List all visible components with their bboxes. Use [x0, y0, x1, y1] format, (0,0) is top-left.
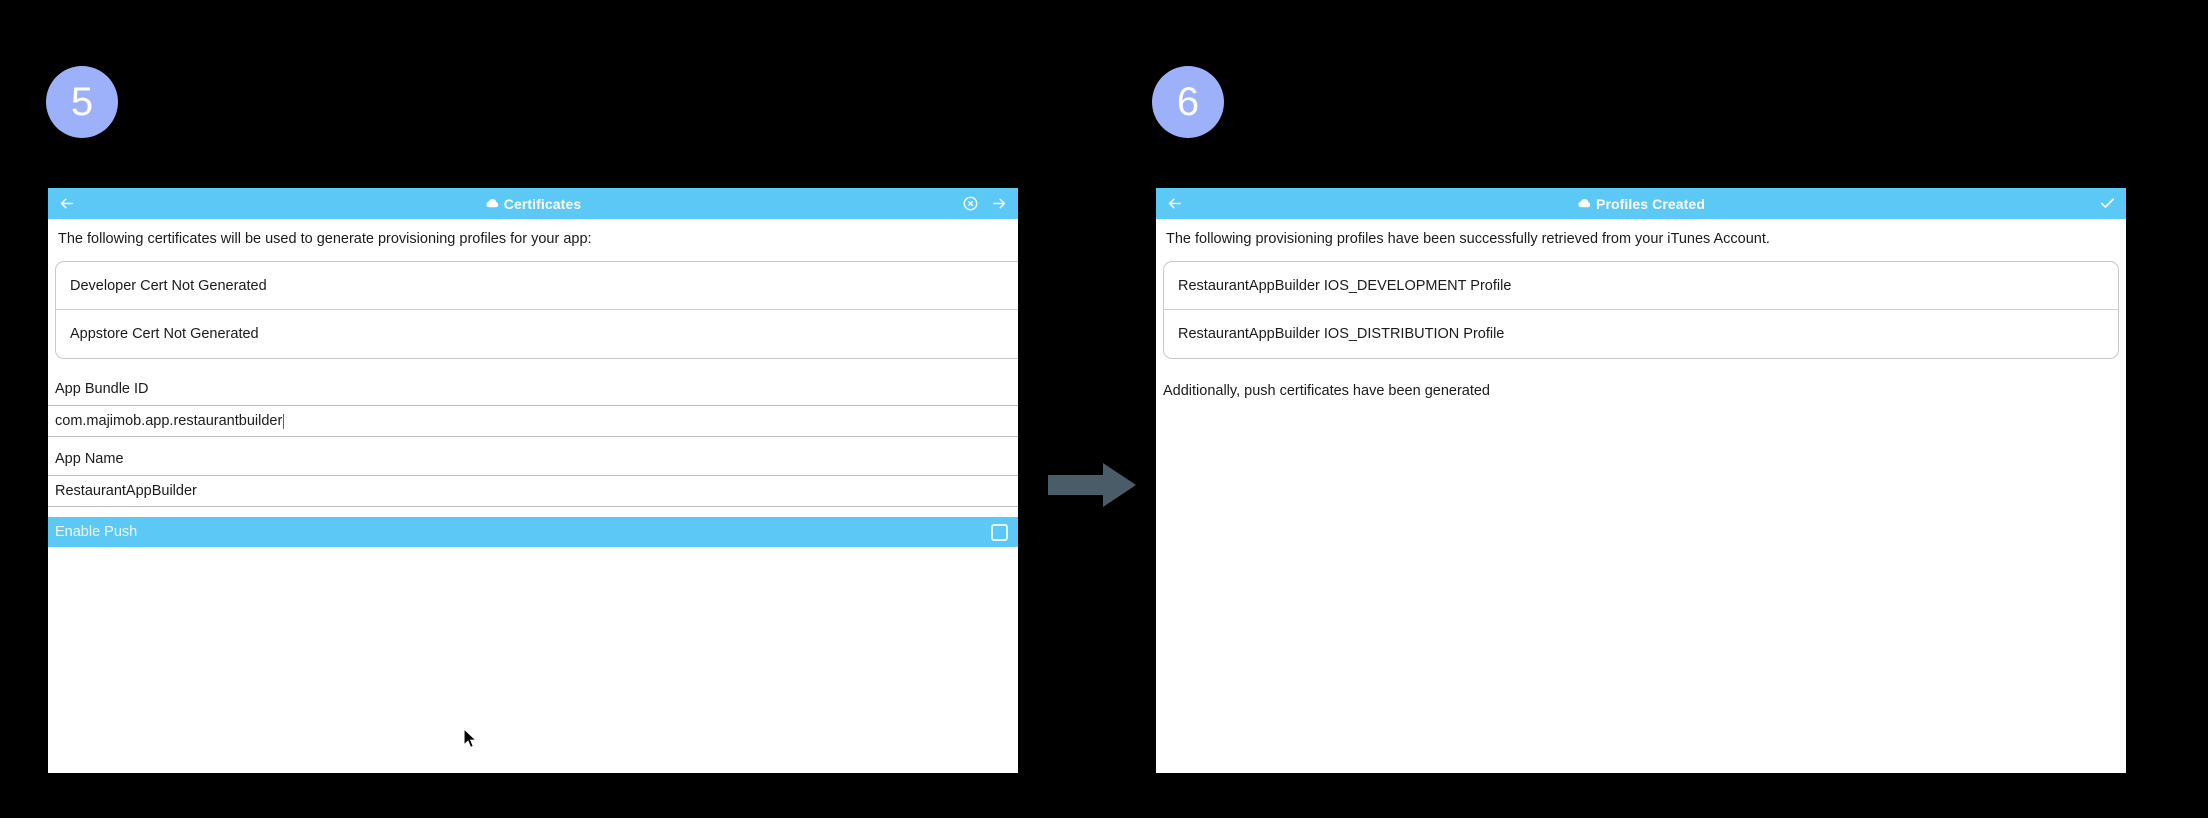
enable-push-label: Enable Push [55, 524, 138, 541]
list-item[interactable]: RestaurantAppBuilder IOS_DEVELOPMENT Pro… [1164, 262, 2118, 311]
checkbox-unchecked-icon[interactable] [991, 523, 1008, 541]
check-icon[interactable] [2099, 195, 2116, 212]
nav-bar-profiles: Profiles Created [1156, 188, 2126, 219]
arrow-right-icon[interactable] [991, 195, 1008, 212]
circle-x-icon[interactable] [963, 196, 978, 211]
certificates-screen: Certificates The following certificates … [48, 188, 1018, 773]
nav-title-certificates: Certificates [48, 196, 1018, 212]
app-name-input[interactable]: RestaurantAppBuilder [48, 475, 1018, 508]
certificates-body: The following certificates will be used … [48, 219, 1018, 773]
arrow-left-icon[interactable] [58, 195, 75, 212]
app-bundle-id-label: App Bundle ID [55, 381, 149, 398]
arrow-left-icon[interactable] [1166, 195, 1183, 212]
app-bundle-id-field-group: App Bundle ID com.majimob.app.restaurant… [48, 381, 1018, 438]
nav-title-text: Certificates [503, 195, 582, 212]
arrow-right-block-icon [1048, 463, 1136, 507]
step-badge-5: 5 [46, 66, 118, 138]
text-caret [283, 413, 285, 429]
list-item[interactable]: Appstore Cert Not Generated [70, 326, 259, 343]
cloud-icon [1577, 196, 1592, 211]
profiles-list: RestaurantAppBuilder IOS_DEVELOPMENT Pro… [1163, 261, 2119, 360]
app-name-value: RestaurantAppBuilder [55, 483, 197, 500]
list-item[interactable]: Developer Cert Not Generated [56, 262, 1018, 311]
nav-actions-right-panel [2099, 195, 2116, 212]
nav-title-profiles: Profiles Created [1156, 196, 2126, 212]
profiles-created-screen: Profiles Created The following provision… [1156, 188, 2126, 773]
nav-title-text: Profiles Created [1596, 195, 1705, 212]
cloud-icon [485, 196, 500, 211]
nav-bar-certificates: Certificates [48, 188, 1018, 219]
profiles-created-body: The following provisioning profiles have… [1156, 219, 2126, 773]
app-bundle-id-value: com.majimob.app.restaurantbuilder [55, 413, 283, 430]
enable-push-row[interactable]: Enable Push [48, 517, 1018, 548]
list-item[interactable]: RestaurantAppBuilder IOS_DISTRIBUTION Pr… [1178, 326, 1505, 343]
profiles-intro-text: The following provisioning profiles have… [1166, 231, 1770, 247]
push-certificates-note: Additionally, push certificates have bee… [1163, 383, 1491, 400]
app-name-field-group: App Name RestaurantAppBuilder [48, 451, 1018, 508]
app-bundle-id-input[interactable]: com.majimob.app.restaurantbuilder [48, 405, 1018, 438]
app-name-label: App Name [55, 451, 124, 468]
certificates-intro-text: The following certificates will be used … [58, 231, 592, 247]
nav-actions-left-panel [963, 195, 1008, 212]
step-badge-6: 6 [1152, 66, 1224, 138]
certificates-list: Developer Cert Not Generated Appstore Ce… [55, 261, 1018, 360]
